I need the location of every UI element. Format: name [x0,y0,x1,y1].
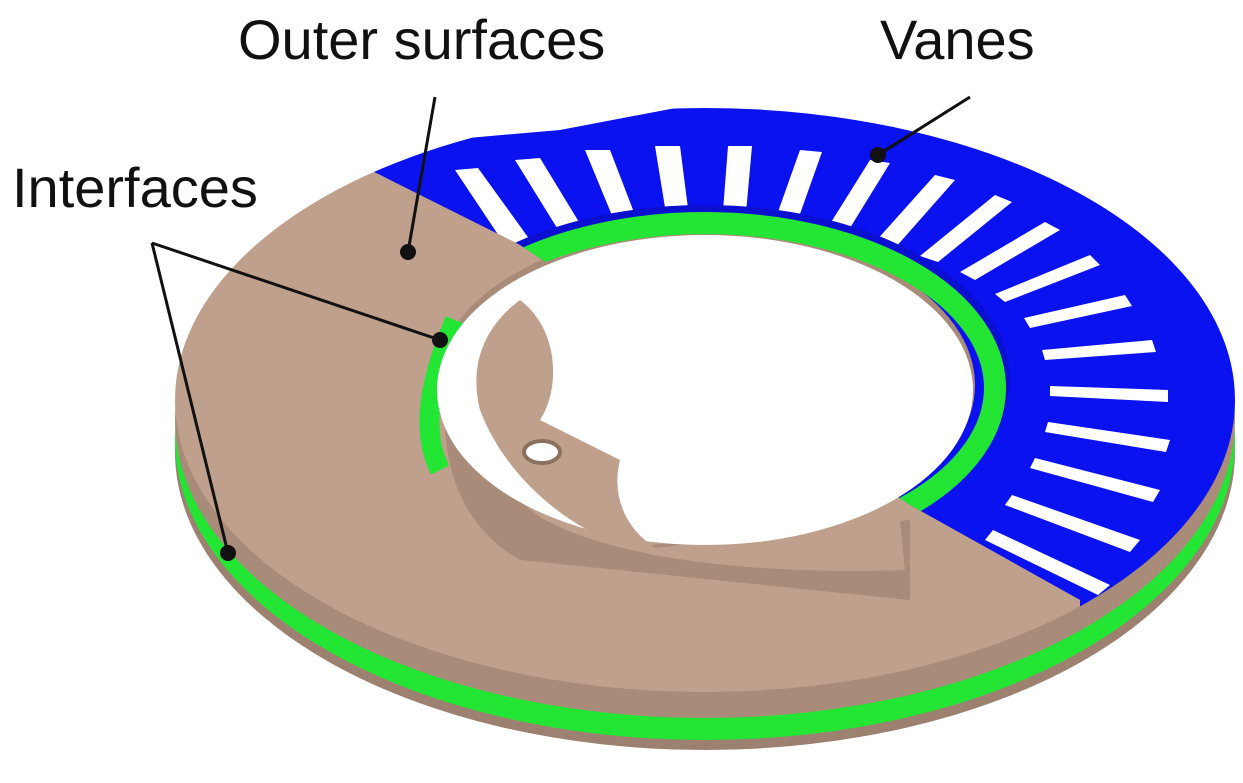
bolt-hole-front [522,439,562,465]
vane-slots [455,146,1170,595]
vanes-label: Vanes [880,8,1035,71]
leader-outer-surfaces [406,96,437,253]
leader-vanes [877,95,971,157]
dot-interfaces-side [220,545,236,561]
outer-surfaces-label: Outer surfaces [238,8,606,71]
dot-vanes [870,147,886,163]
hub-notch [476,300,905,560]
interfaces-label: Interfaces [12,156,258,219]
leader-dots [220,147,886,561]
leader-interfaces-1 [151,241,441,342]
leader-interfaces-2 [150,242,230,554]
dot-outer-surfaces [400,244,416,260]
dot-interfaces-inner [432,332,448,348]
leader-lines [150,95,971,554]
